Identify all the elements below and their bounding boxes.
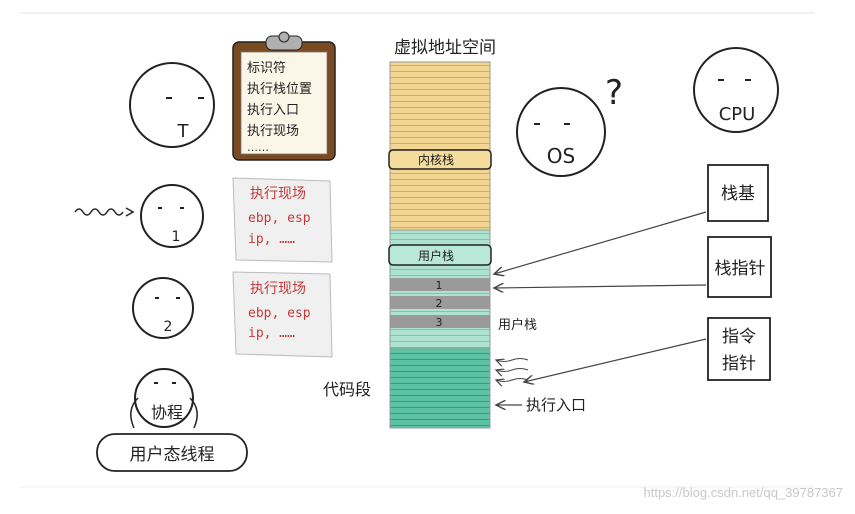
instruction-pointer-arrow (524, 338, 707, 382)
stack-frame-3 (390, 315, 490, 328)
wake-arrowhead (125, 207, 135, 217)
cpu-face (693, 47, 779, 133)
clipboard-clip-ring (278, 31, 290, 43)
stack-frame-2-label: 2 (436, 297, 443, 310)
context-2-line-1: ebp, esp (248, 306, 311, 321)
coroutine-face (134, 368, 194, 428)
thread-2-label: 2 (164, 319, 173, 335)
user-stack-label: 用户栈 (418, 248, 454, 263)
thread-1-label: 1 (172, 229, 181, 245)
stack-frame-1-label: 1 (436, 279, 443, 292)
clipboard-line-1: 标识符 (247, 60, 286, 76)
stack-base-label: 栈基 (721, 184, 755, 204)
context-1-line-1: ebp, esp (248, 211, 311, 226)
user-thread-bubble (96, 433, 248, 472)
stack-pointer-arrow (494, 285, 707, 288)
context-1-title: 执行现场 (250, 186, 306, 202)
context-1-line-2: ip, …… (248, 232, 295, 247)
clipboard-line-5: …… (247, 141, 269, 154)
stack-base-register (707, 164, 769, 222)
clipboard-line-3: 执行入口 (247, 103, 299, 118)
thread-1-face (140, 184, 204, 248)
code-segment-label: 代码段 (323, 380, 371, 399)
user-stack-box (388, 244, 492, 266)
os-face (516, 87, 606, 177)
stack-pointer-register (707, 236, 772, 298)
user-stack-side-label: 用户栈 (498, 317, 537, 333)
address-space-title: 虚拟地址空间 (394, 38, 496, 58)
clipboard-paper (240, 51, 328, 155)
stack-frame-3-label: 3 (436, 316, 443, 329)
clipboard-line-2: 执行栈位置 (247, 82, 312, 97)
watermark: https://blog.csdn.net/qq_39787367 (643, 485, 844, 500)
coroutine-arm-right (189, 397, 198, 429)
coroutine-label: 协程 (151, 403, 183, 422)
kernel-stack-box (388, 149, 492, 170)
cpu-label: CPU (719, 104, 756, 125)
context-card-1 (232, 177, 333, 263)
instruction-pointer-line-2: 指针 (722, 354, 756, 374)
stack-frame-1 (390, 278, 490, 291)
context-2-title: 执行现场 (250, 281, 306, 297)
clipboard-line-4: 执行现场 (247, 124, 299, 139)
thread-t-label: T (177, 121, 190, 142)
thread-t-face (129, 62, 215, 148)
stack-base-arrow (494, 211, 707, 274)
user-thread-label: 用户态线程 (130, 445, 215, 465)
code-region (389, 347, 491, 429)
instruction-pointer-register (707, 317, 771, 381)
os-question-mark: ? (605, 73, 623, 113)
instruction-pointer-line-1: 指令 (722, 327, 756, 347)
context-2-line-2: ip, …… (248, 326, 295, 341)
coroutine-arm-left (130, 397, 139, 429)
stack-pointer-label: 栈指针 (715, 259, 766, 279)
stack-frame-2 (390, 296, 490, 309)
kernel-stack-label: 内核栈 (418, 152, 454, 167)
os-label: OS (547, 144, 575, 168)
entry-label: 执行入口 (526, 396, 586, 414)
wake-squiggle (74, 208, 124, 216)
entry-wiggle-arrows (496, 358, 529, 382)
thread-2-face (132, 277, 194, 339)
kernel-region (389, 61, 491, 231)
context-card-2 (232, 271, 333, 358)
